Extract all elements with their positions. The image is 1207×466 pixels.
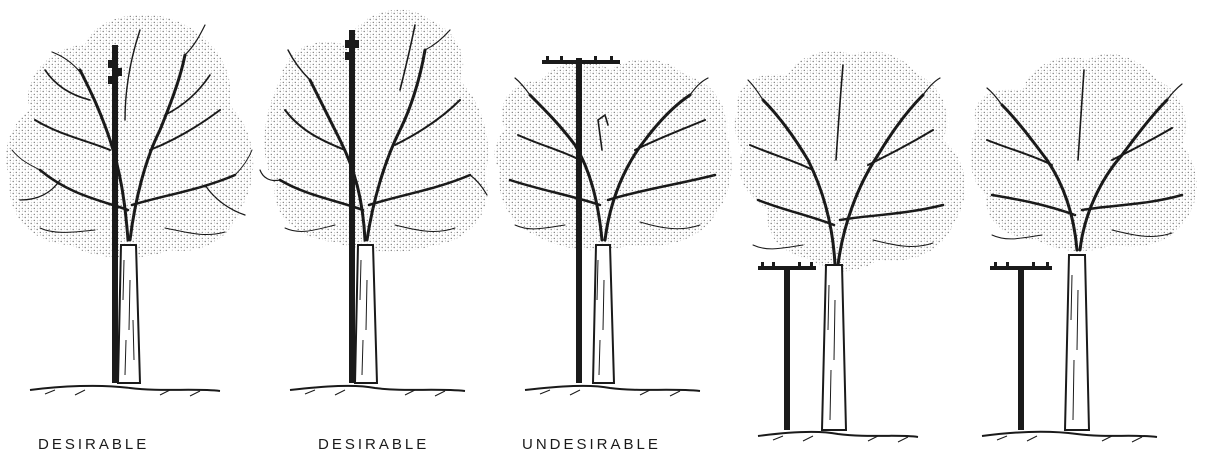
ground-line: [758, 432, 918, 442]
tree-trunk: [1065, 255, 1089, 430]
tree-pole-drawing-2: [255, 0, 495, 466]
caption-panel-1: DESIRABLE: [38, 436, 149, 453]
tree-pole-drawing-1: [0, 0, 260, 466]
tree-pole-drawing-3: [490, 0, 735, 466]
foliage-canopy: [264, 10, 488, 252]
utility-pole: [758, 262, 816, 430]
ground-line: [290, 386, 465, 396]
ground-line: [525, 386, 700, 396]
panel-tree-with-pole-desirable-1: [0, 0, 260, 466]
tree-pole-drawing-5: [962, 0, 1207, 466]
caption-panel-3: UNDESIRABLE: [522, 436, 661, 453]
tree-trunk: [593, 245, 614, 383]
ground-line: [982, 432, 1157, 442]
tree-trunk: [118, 245, 140, 383]
caption-panel-2: DESIRABLE: [318, 436, 429, 453]
tree-pole-drawing-4: [728, 0, 973, 466]
foliage-canopy: [735, 51, 966, 271]
ground-line: [30, 386, 220, 396]
panel-tree-with-short-pole-5: [962, 0, 1207, 466]
tree-trunk: [822, 265, 846, 430]
panel-tree-with-pole-desirable-2: [255, 0, 495, 466]
foliage-canopy: [6, 15, 253, 258]
utility-pole: [990, 262, 1052, 430]
panel-tree-with-short-pole-4: [728, 0, 973, 466]
panel-tree-with-pole-undesirable: [490, 0, 735, 466]
tree-trunk: [355, 245, 377, 383]
